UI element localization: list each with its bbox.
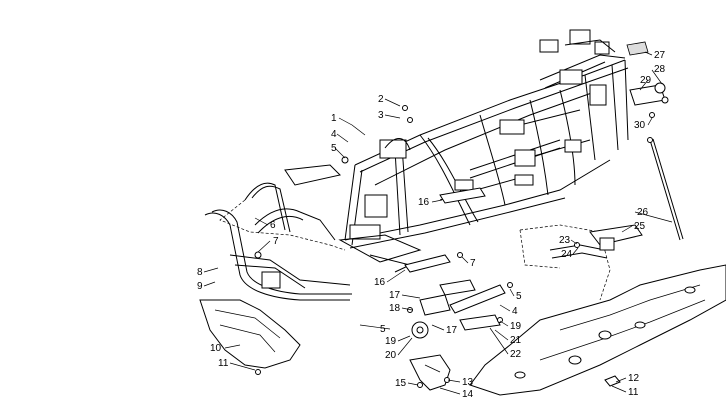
- callout-16-lower: 16: [374, 277, 386, 288]
- callout-26: 26: [637, 207, 649, 218]
- cross-bar-upper: [439, 187, 486, 204]
- main-frame: [338, 29, 629, 273]
- panel-outline: [219, 199, 346, 251]
- callout-5-center: 5: [516, 291, 522, 302]
- callout-8: 8: [197, 267, 203, 278]
- callout-21: 21: [510, 335, 522, 346]
- callout-9: 9: [197, 281, 203, 292]
- callout-13: 13: [462, 377, 474, 388]
- lower-bracket: [409, 354, 451, 391]
- callout-23: 23: [559, 235, 571, 246]
- callout-28: 28: [654, 64, 666, 75]
- rear-rod: [649, 139, 681, 241]
- callout-5-left: 5: [380, 324, 386, 335]
- callout-15: 15: [395, 378, 407, 389]
- bumper-bracket: [244, 164, 341, 259]
- callout-27: 27: [654, 50, 666, 61]
- callout-14: 14: [462, 389, 474, 400]
- callout-19-right: 19: [510, 321, 522, 332]
- callout-11-right: 11: [628, 387, 639, 398]
- center-brackets: [407, 279, 513, 339]
- callout-1: 1: [331, 113, 337, 124]
- callout-30: 30: [634, 120, 646, 131]
- callout-12: 12: [628, 373, 640, 384]
- callout-6: 6: [270, 220, 276, 231]
- callout-7-center: 7: [470, 258, 476, 269]
- callout-19: 19: [385, 336, 397, 347]
- callout-17: 17: [389, 290, 401, 301]
- callout-29: 29: [640, 75, 652, 86]
- callout-24: 24: [561, 249, 573, 260]
- callout-2: 2: [378, 94, 384, 105]
- rear-hitch: [626, 41, 669, 118]
- bottom-skid-plate: [469, 264, 726, 396]
- callout-11: 11: [218, 358, 229, 369]
- callout-18: 18: [389, 303, 401, 314]
- callout-5: 5: [331, 143, 337, 154]
- front-skid-plate: [199, 299, 301, 375]
- callout-16-upper: 16: [418, 197, 430, 208]
- callout-17-right: 17: [446, 325, 458, 336]
- callout-labels: 1 2 3 4 5 6 7 8 9 10 11 16 16 7 17 18 17…: [197, 50, 666, 400]
- callout-4-center: 4: [512, 306, 518, 317]
- callout-20: 20: [385, 350, 397, 361]
- leader-lines: [203, 51, 673, 395]
- front-bumper: [204, 208, 352, 301]
- callout-7: 7: [273, 236, 279, 247]
- callout-25: 25: [634, 221, 646, 232]
- callout-3: 3: [378, 110, 384, 121]
- cross-bar-lower: [404, 254, 451, 273]
- callout-10: 10: [210, 343, 222, 354]
- callout-4: 4: [331, 129, 337, 140]
- callout-22: 22: [510, 349, 522, 360]
- rear-step-bracket: [549, 224, 643, 259]
